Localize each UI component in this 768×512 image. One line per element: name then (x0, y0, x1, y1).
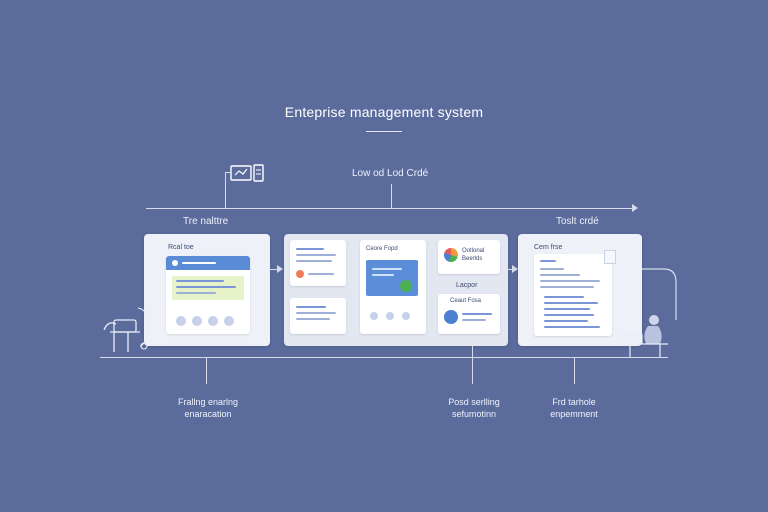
bottom-label-2: Posd serlling sefumotinn (422, 396, 526, 420)
center-card-row (296, 306, 326, 308)
pie-chart-icon (444, 248, 458, 262)
doc-row (540, 268, 564, 270)
top-label-connector (391, 184, 392, 208)
alert-icon (296, 270, 304, 278)
center-card-title: Ceore Fopd (366, 246, 398, 252)
center-card-list-bottom (290, 298, 346, 334)
left-card-header-bar (182, 262, 216, 264)
bottom-label-2-line2: sefumotinn (451, 409, 497, 419)
arrow-left-center (270, 269, 278, 270)
center-card-main: Ceore Fopd (360, 240, 426, 334)
center-card-screen-row (372, 274, 394, 276)
arrow-center-right-head (512, 265, 518, 273)
center-panel[interactable]: Ceore Fopd Ootlonal Beerlds Lacpor Ceaut… (284, 234, 508, 346)
doc-row (544, 308, 590, 310)
right-label: Toslt crdé (556, 216, 599, 227)
left-panel[interactable]: Rcal toe (144, 234, 270, 346)
left-card-row (176, 280, 224, 282)
person-left-icon (100, 300, 156, 356)
left-card-avatar (224, 316, 234, 326)
bottom-label-2-line1: Posd serlling (448, 397, 500, 407)
center-card-row (296, 318, 330, 320)
top-label: Low od Lod Crdé (352, 168, 429, 179)
center-card-avatar (386, 312, 394, 320)
user-avatar-icon (444, 310, 458, 324)
doc-row (544, 302, 598, 304)
bottom-connector-2 (472, 346, 473, 384)
bottom-label-1-line1: Frallng enarlng (177, 397, 239, 407)
left-card-avatar (176, 316, 186, 326)
right-panel-title: Cem frse (534, 244, 563, 251)
left-card-row (176, 286, 236, 288)
center-card-user: Ceaut Fosa (438, 294, 500, 334)
center-chart-title: Ootlonal (462, 248, 485, 254)
doc-row (540, 286, 594, 288)
center-card-row (296, 254, 336, 256)
center-card-screen (366, 260, 418, 296)
center-user-title: Ceaut Fosa (450, 298, 482, 304)
top-icon-connector (225, 172, 226, 208)
left-panel-title: Rcal toe (168, 244, 194, 251)
right-panel-document (534, 254, 612, 336)
doc-row (540, 274, 580, 276)
center-card-avatar (370, 312, 378, 320)
arrow-center-right (508, 269, 514, 270)
bottom-label-3-line1: Frd tarhole (552, 397, 596, 407)
left-card-logo-icon (172, 260, 178, 266)
doc-row (544, 320, 588, 322)
left-card-avatar (208, 316, 218, 326)
upper-timeline (146, 208, 634, 209)
doc-row (544, 326, 600, 328)
right-curve-connector (642, 268, 682, 360)
monitor-icon (230, 164, 266, 182)
left-card-avatar (192, 316, 202, 326)
doc-row (544, 296, 584, 298)
center-card-row (308, 273, 334, 275)
center-small-label: Lacpor (456, 282, 478, 289)
doc-page-corner-icon (604, 250, 616, 264)
status-green-icon (400, 280, 412, 292)
lower-baseline (100, 357, 668, 358)
bottom-connector-3 (574, 358, 575, 384)
left-card-row (176, 292, 216, 294)
center-card-row (296, 260, 332, 262)
center-chart-sub: Beerlds (462, 256, 483, 262)
center-user-row (462, 313, 492, 315)
person-right-icon (620, 312, 670, 360)
bottom-label-1: Frallng enarlng enaracation (156, 396, 260, 420)
center-card-screen-row (372, 268, 402, 270)
center-user-row (462, 319, 486, 321)
left-label: Tre nalttre (183, 216, 229, 227)
doc-row (540, 280, 600, 282)
center-card-row (296, 248, 324, 250)
left-panel-card (166, 256, 250, 334)
center-card-avatar (402, 312, 410, 320)
doc-row (540, 260, 556, 262)
diagram-title: Enteprise management system (284, 104, 484, 120)
bottom-label-3: Frd tarhole enpemment (522, 396, 626, 420)
bottom-connector-1 (206, 358, 207, 384)
right-panel[interactable]: Cem frse (518, 234, 642, 346)
center-card-list-top (290, 240, 346, 286)
upper-timeline-arrow (632, 204, 638, 212)
title-underline (366, 131, 402, 132)
top-icon-connector-h (225, 172, 231, 173)
doc-row (544, 314, 594, 316)
arrow-left-center-head (277, 265, 283, 273)
center-card-row (296, 312, 336, 314)
center-card-chart: Ootlonal Beerlds (438, 240, 500, 274)
bottom-label-1-line2: enaracation (184, 409, 232, 419)
bottom-label-3-line2: enpemment (550, 409, 598, 419)
